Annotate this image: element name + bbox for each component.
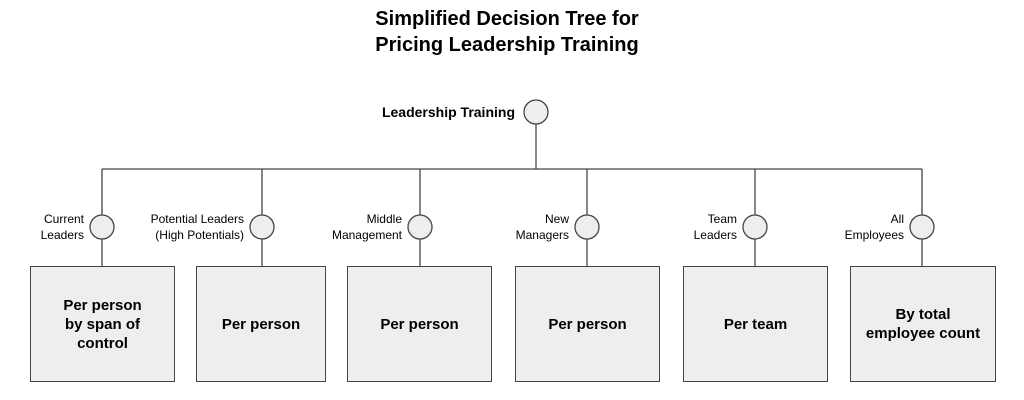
leaf-node-6: By total employee count bbox=[850, 266, 996, 382]
leaf-node-2: Per person bbox=[196, 266, 326, 382]
branch-label-line: Current bbox=[43, 212, 84, 226]
branch-label-line: Employees bbox=[844, 228, 904, 242]
leaf-node-text: Per person bbox=[222, 315, 300, 334]
leaf-node-line: Per team bbox=[723, 315, 788, 333]
branch-node-circle-3 bbox=[407, 214, 433, 240]
leaf-node-line: Per person bbox=[548, 315, 627, 333]
leaf-node-line: Per person bbox=[63, 296, 142, 314]
leaf-node-line: employee count bbox=[865, 325, 981, 342]
branch-label-line: Potential Leaders bbox=[150, 212, 244, 226]
branch-node-circle-2 bbox=[249, 214, 275, 240]
branch-label-line: Team bbox=[707, 212, 737, 226]
branch-label-line: All bbox=[890, 212, 904, 226]
branch-node-circle-4 bbox=[574, 214, 600, 240]
leaf-node-line: by span of bbox=[64, 315, 140, 333]
diagram-title: Simplified Decision Tree for Pricing Lea… bbox=[0, 6, 1014, 58]
title-line-2: Pricing Leadership Training bbox=[375, 34, 639, 56]
leaf-node-text: Per person bbox=[548, 315, 626, 334]
branch-label-line: Leaders bbox=[693, 228, 737, 242]
branch-label-line: Middle bbox=[366, 212, 402, 226]
branch-label-line: Management bbox=[331, 228, 402, 242]
branch-label-line: New bbox=[544, 212, 569, 226]
branch-label-line: Leaders bbox=[40, 228, 84, 242]
leaf-node-text: By total employee count bbox=[866, 305, 980, 343]
leaf-node-line: Per person bbox=[380, 315, 459, 333]
branch-label-line: (High Potentials) bbox=[155, 228, 244, 242]
title-line-1: Simplified Decision Tree for bbox=[375, 8, 639, 30]
root-node-label: Leadership Training bbox=[381, 104, 515, 120]
leaf-node-line: control bbox=[77, 334, 128, 352]
branch-node-circle-6 bbox=[909, 214, 935, 240]
leaf-node-4: Per person bbox=[515, 266, 660, 382]
leaf-node-3: Per person bbox=[347, 266, 492, 382]
leaf-node-line: Per person bbox=[221, 315, 301, 333]
branch-label-2: Potential Leaders (High Potentials) bbox=[104, 211, 244, 243]
leaf-node-text: Per person bbox=[380, 315, 458, 334]
root-node-circle bbox=[523, 99, 549, 125]
leaf-node-text: Per team bbox=[724, 315, 787, 334]
leaf-node-line: By total bbox=[895, 306, 951, 323]
branch-label-line: Managers bbox=[515, 228, 569, 242]
branch-node-circle-1 bbox=[89, 214, 115, 240]
leaf-node-5: Per team bbox=[683, 266, 828, 382]
branch-node-circle-5 bbox=[742, 214, 768, 240]
